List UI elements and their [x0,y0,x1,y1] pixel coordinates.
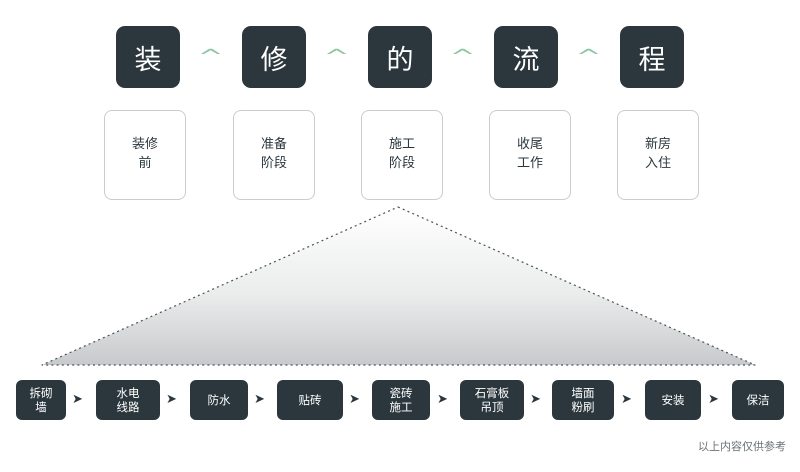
chevron-glyph: ^ [323,45,351,68]
step-chip-6[interactable]: 石膏板 吊顶 [460,380,524,420]
title-row: 装 ^ 修 ^ 的 ^ 流 ^ 程 [0,18,800,96]
title-tile-2: 修 [242,26,306,88]
chevron-separator-icon-3: ^ [432,26,494,88]
triangle-svg [41,206,756,366]
chevron-separator-icon-2: ^ [306,26,368,88]
step-arrow-icon-8: ➤ [708,392,719,407]
title-tile-1: 装 [116,26,180,88]
step-chip-1[interactable]: 拆砌 墙 [16,380,66,420]
step-arrow-icon-5: ➤ [437,392,448,407]
footnote-text: 以上内容仅供参考 [698,440,786,453]
steps-row: 拆砌 墙 ➤ 水电 线路 ➤ 防水 ➤ 贴砖 ➤ 瓷砖 施工 ➤ 石膏板 吊顶 … [0,380,800,426]
stage-box-5[interactable]: 新房 入住 [617,110,699,200]
stage-box-4[interactable]: 收尾 工作 [489,110,571,200]
chevron-glyph: ^ [197,45,225,68]
step-chip-2[interactable]: 水电 线路 [96,380,160,420]
stage-row: 装修 前 准备 阶段 施工 阶段 收尾 工作 新房 入住 [0,110,800,202]
step-arrow-icon-2: ➤ [166,392,177,407]
chevron-separator-icon-1: ^ [180,26,242,88]
step-arrow-icon-1: ➤ [72,392,83,407]
stage-box-3[interactable]: 施工 阶段 [361,110,443,200]
title-tile-5: 程 [620,26,684,88]
triangle-shape [41,206,756,366]
chevron-glyph: ^ [449,45,477,68]
chevron-separator-icon-4: ^ [558,26,620,88]
step-chip-4[interactable]: 贴砖 [277,380,343,420]
step-chip-3[interactable]: 防水 [190,380,248,420]
triangle-graphic [0,200,800,372]
stage-box-2[interactable]: 准备 阶段 [233,110,315,200]
step-arrow-icon-7: ➤ [621,392,632,407]
title-tile-3: 的 [368,26,432,88]
step-chip-5[interactable]: 瓷砖 施工 [372,380,430,420]
step-arrow-icon-3: ➤ [254,392,265,407]
step-chip-9[interactable]: 保洁 [732,380,784,420]
step-chip-8[interactable]: 安装 [645,380,701,420]
step-arrow-icon-4: ➤ [349,392,360,407]
title-tile-4: 流 [494,26,558,88]
step-chip-7[interactable]: 墙面 粉刷 [552,380,614,420]
step-arrow-icon-6: ➤ [530,392,541,407]
stage-box-1[interactable]: 装修 前 [104,110,186,200]
chevron-glyph: ^ [575,45,603,68]
